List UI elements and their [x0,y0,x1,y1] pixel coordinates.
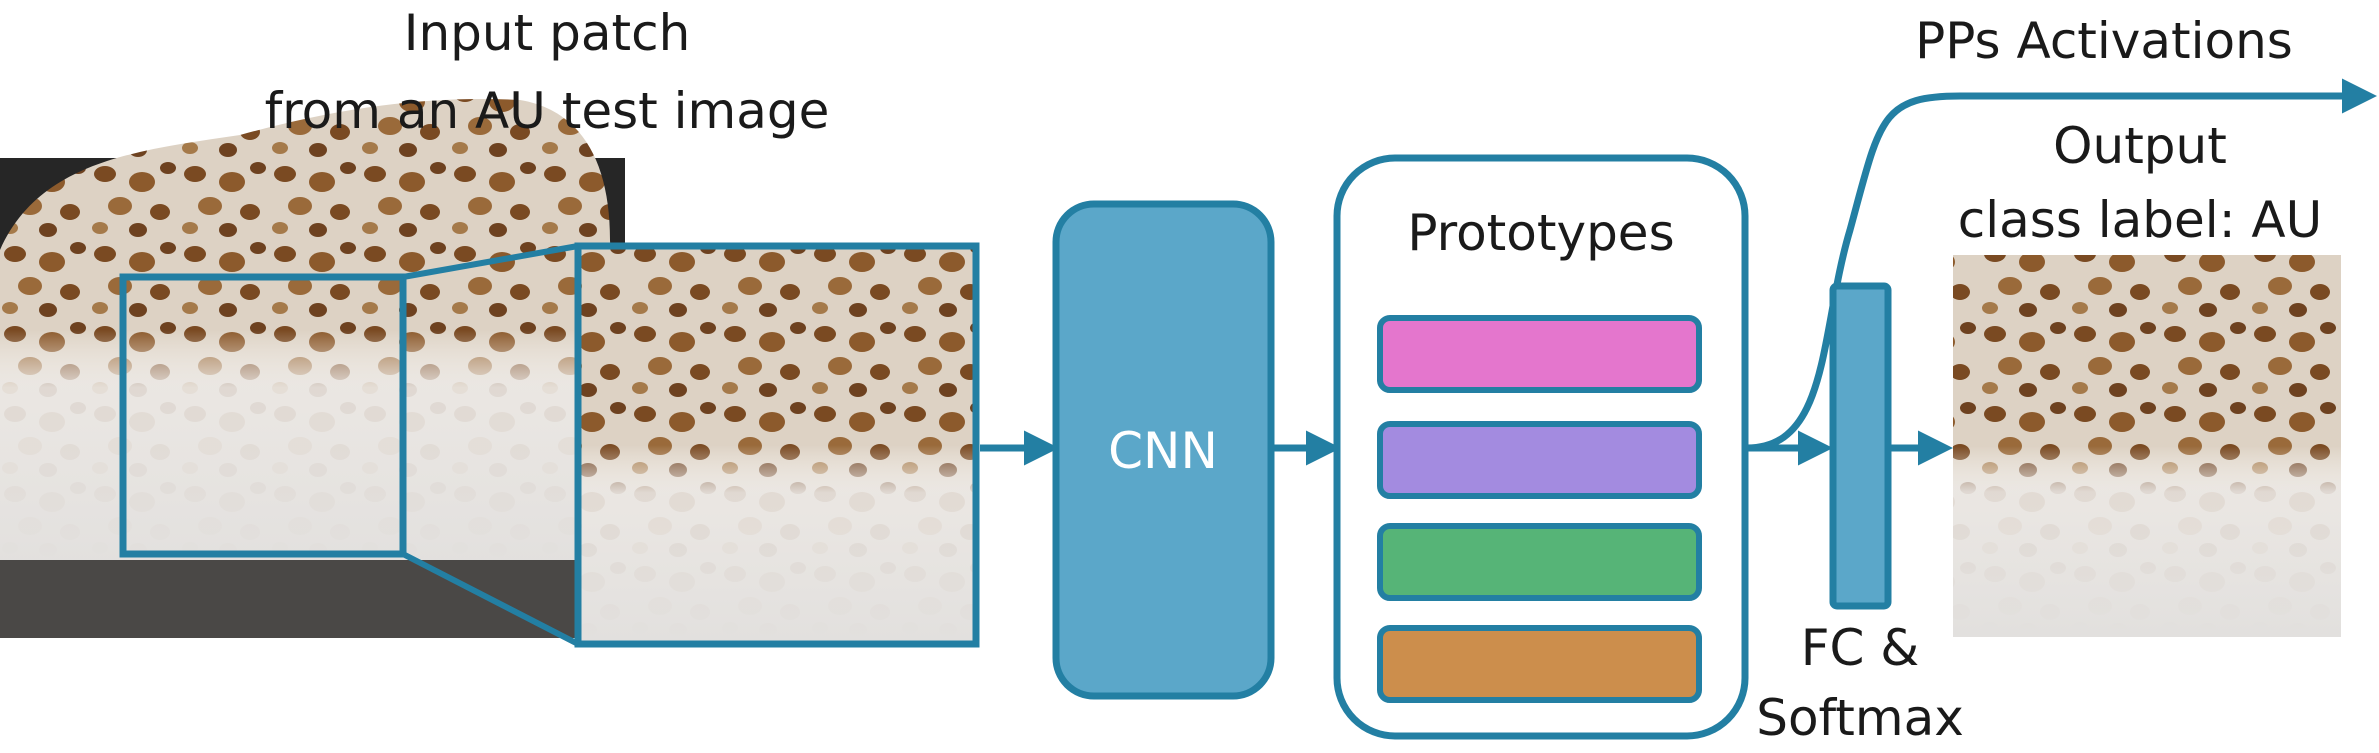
input-title-line2: from an AU test image [265,82,830,140]
prototype-bar-3 [1377,523,1702,601]
zoom-connector-top [402,243,579,280]
prototype-bar-4 [1377,625,1702,703]
activations-label: PPs Activations [1915,12,2293,70]
input-title-line1: Input patch [404,4,691,62]
cnn-label: CNN [1108,422,1218,480]
output-image [1953,255,2341,637]
arrow-to-activations [1746,78,2377,452]
fc-label-line1: FC & [1801,619,1920,677]
prototype-bar-1 [1377,315,1702,393]
prototype-bar-2 [1377,421,1702,499]
input-image [0,99,625,638]
output-label-line2: class label: AU [1958,191,2322,249]
fc-label-line2: Softmax [1756,689,1964,747]
zoom-connector-bottom [401,551,580,647]
zoomed-patch [574,242,980,648]
prototypes-title: Prototypes [1407,204,1674,262]
cnn-block [1052,200,1275,700]
fc-layer [1829,282,1892,610]
crop-region [119,273,407,558]
output-label-line1: Output [2053,117,2227,175]
